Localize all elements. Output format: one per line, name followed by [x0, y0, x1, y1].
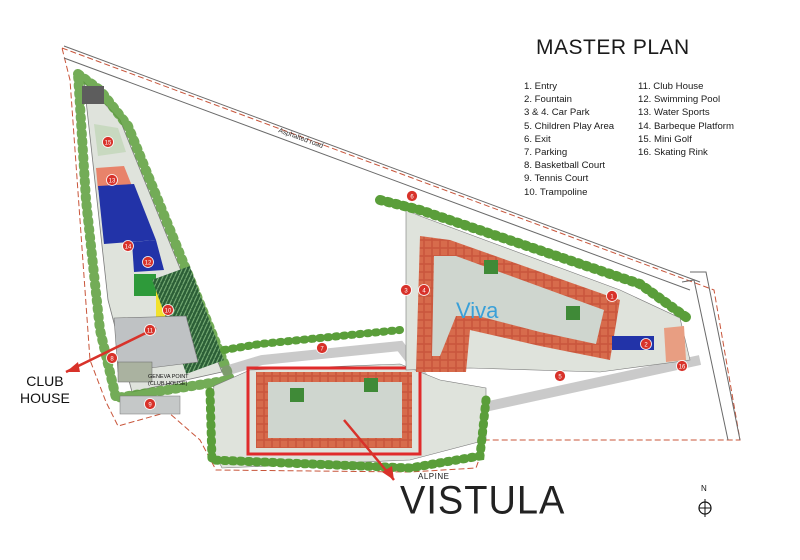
club-house-block: [113, 315, 199, 373]
club-house-callout: CLUB HOUSE: [20, 373, 70, 407]
vistula-highlight: [246, 366, 422, 456]
svg-text:5: 5: [558, 374, 562, 380]
club-house-small-label: (CLUB HOUSE): [148, 381, 188, 387]
legend-item: 15. Mini Golf: [638, 133, 692, 145]
side-road: [681, 271, 741, 441]
svg-text:2: 2: [644, 342, 648, 348]
svg-text:1: 1: [610, 294, 614, 300]
legend-item: 10. Trampoline: [524, 186, 588, 198]
vistula-trees: [205, 387, 491, 473]
vistula-green-1: [290, 388, 304, 402]
marker-10: 10: [162, 304, 174, 316]
vistula-logo: VISTULA: [400, 478, 566, 524]
marker-12: 12: [142, 256, 154, 268]
marker-15: 15: [102, 136, 114, 148]
viva-trees: [375, 195, 695, 325]
svg-text:14: 14: [125, 244, 132, 250]
svg-text:4: 4: [422, 288, 426, 294]
marker-9: 9: [144, 398, 156, 410]
marker-5: 5: [554, 370, 566, 382]
connector-trees: [220, 326, 404, 354]
north-label: N: [701, 484, 707, 493]
svg-text:7: 7: [320, 346, 324, 352]
club-house-callout-line1: CLUB: [26, 373, 64, 389]
svg-text:10: 10: [165, 308, 172, 314]
marker-7: 7: [316, 342, 328, 354]
green-hatched-area: [152, 266, 224, 374]
club-house-callout-line2: HOUSE: [20, 390, 70, 406]
viva-logo: Viva: [456, 298, 499, 323]
marker-11: 11: [144, 324, 156, 336]
club-house-arrow: [65, 326, 157, 374]
svg-text:8: 8: [110, 356, 114, 362]
svg-text:6: 6: [410, 194, 414, 200]
svg-text:13: 13: [109, 178, 116, 184]
legend-item: 3 & 4. Car Park: [524, 107, 590, 119]
marker-4: 4: [418, 284, 430, 296]
legend-item: 6. Exit: [524, 133, 551, 145]
vistula-arrowhead: [382, 466, 394, 480]
swimming-pool-area: [132, 240, 164, 272]
vistula-courtyard: [268, 382, 402, 438]
marker-13: 13: [106, 174, 118, 186]
marker-2: 2: [640, 338, 652, 350]
viva-green-2: [566, 306, 580, 320]
svg-text:16: 16: [679, 364, 686, 370]
legend-item: 9. Tennis Court: [524, 173, 589, 185]
viva-green-1: [484, 260, 498, 274]
clubhouse-small-1: [117, 361, 153, 383]
basketball-court: [134, 274, 156, 296]
svg-text:15: 15: [105, 140, 112, 146]
asphalted-road: [63, 45, 701, 291]
legend-item: 14. Barbeque Platform: [638, 120, 734, 132]
svg-text:9: 9: [148, 402, 152, 408]
viva-courtyard: [432, 256, 604, 356]
legend-item: 2. Fountain: [524, 94, 573, 106]
legend-item: 11. Club House: [638, 81, 704, 92]
legend-item: 7. Parking: [524, 147, 568, 159]
page-title: MASTER PLAN: [536, 36, 690, 59]
legend-item: 12. Swimming Pool: [638, 94, 721, 106]
svg-text:3: 3: [404, 288, 408, 294]
marker-3: 3: [400, 284, 412, 296]
marker-6: 6: [406, 190, 418, 202]
marker-16: 16: [676, 360, 688, 372]
legend-item: 8. Basketball Court: [524, 160, 606, 172]
legend-item: 16. Skating Rink: [638, 147, 708, 159]
legend-item: 5. Children Play Area: [524, 120, 615, 132]
svg-text:12: 12: [145, 260, 152, 266]
top-building: [82, 86, 104, 104]
alpine-label: ALPINE: [418, 472, 450, 481]
water-sports-area: [98, 184, 156, 244]
legend-item: 1. Entry: [524, 81, 558, 92]
marker-8: 8: [106, 352, 118, 364]
club-house-arrowhead: [66, 362, 80, 372]
road-label: Asphalted road: [277, 127, 324, 150]
svg-text:11: 11: [147, 328, 154, 334]
north-symbol: [698, 499, 712, 517]
geneva-point-label: GENEVA POINT: [148, 374, 189, 380]
legend-item: 13. Water Sports: [638, 107, 710, 119]
vistula-green-2: [364, 378, 378, 392]
marker-1: 1: [606, 290, 618, 302]
marker-14: 14: [122, 240, 134, 252]
entry-plaza: [664, 326, 686, 362]
